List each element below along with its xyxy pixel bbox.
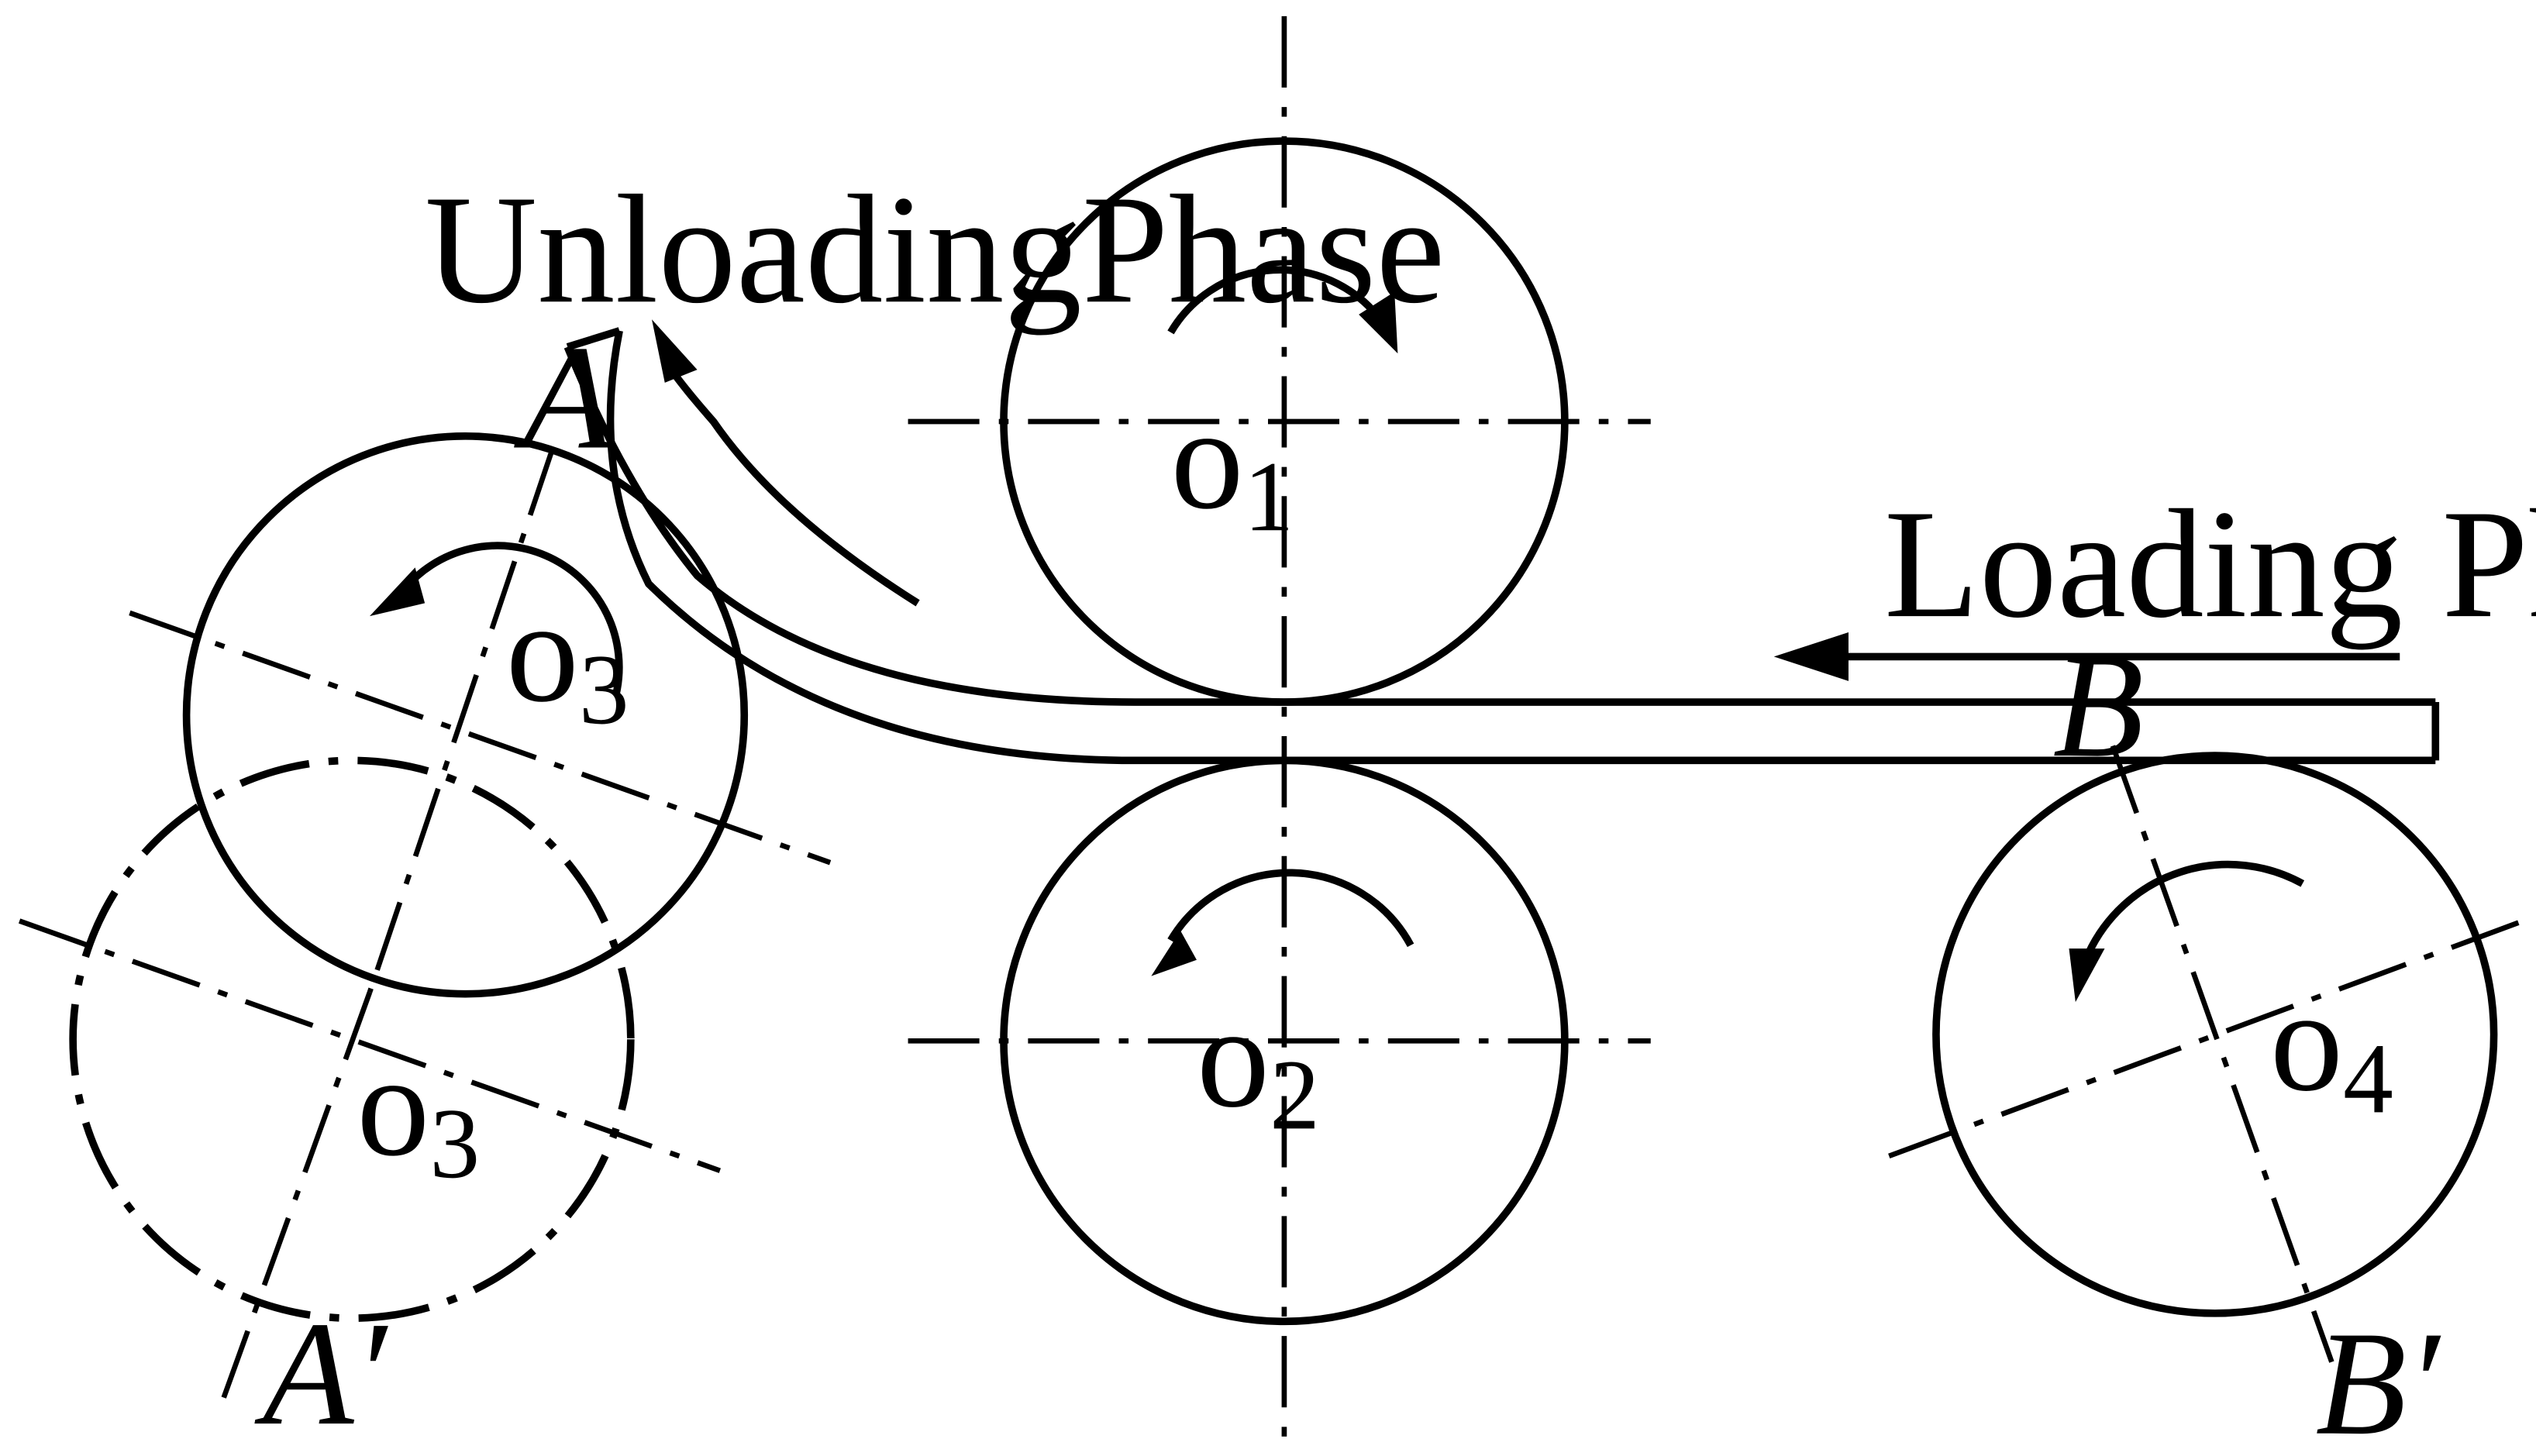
side-roll-upper-circle — [182, 432, 749, 998]
bottom-roll-o2: o2 — [908, 756, 1651, 1326]
roll-label-o3-lower: o3 — [357, 1024, 480, 1200]
plate-bottom-edge — [606, 329, 2436, 765]
unloading-phase-indicator: UnloadingPhase — [425, 163, 1445, 607]
top-roll-arrowhead — [1359, 291, 1398, 354]
side-roll-o4-circle — [1932, 752, 2498, 1317]
loading-phase-arrowhead — [1773, 632, 1849, 681]
roll-label-o2: o2 — [1197, 976, 1320, 1151]
unloading-phase-label: UnloadingPhase — [425, 163, 1445, 336]
side-roll-lower-cross-line — [18, 918, 722, 1173]
loading-phase-indicator: Loading Phase — [1773, 478, 2536, 681]
side-roll-o4: o4 — [1888, 745, 2524, 1363]
point-label-a: A — [514, 314, 615, 480]
side-roll-o4-axis-b — [2110, 745, 2334, 1363]
unloading-phase-arrowhead — [652, 319, 698, 383]
side-roll-o3-position-a-prime: o3 — [18, 756, 722, 1399]
loading-phase-label: Loading Phase — [1884, 478, 2536, 650]
point-label-a-prime: A′ — [254, 1290, 389, 1456]
unloading-phase-arrow-shaft — [661, 357, 920, 607]
bottom-roll-arrowhead — [1151, 931, 1197, 976]
side-roll-o4-cross-line — [1888, 918, 2524, 1159]
side-roll-lower-axis-a-prime — [221, 991, 373, 1399]
bent-plate — [563, 327, 2440, 765]
roll-label-o1: o1 — [1170, 377, 1294, 552]
side-roll-upper-arrowhead — [369, 567, 426, 617]
side-roll-upper-cross-line — [129, 610, 832, 866]
roll-label-o4: o4 — [2270, 959, 2393, 1134]
bottom-roll-rotation-arrow — [1167, 869, 1414, 948]
side-roll-o4-rotation-arrow — [2085, 860, 2305, 955]
side-roll-o4-arrowhead — [2069, 948, 2105, 1003]
plate-left-end — [566, 327, 621, 351]
point-label-b: B — [2053, 622, 2145, 788]
side-roll-lower-dashed-circle — [69, 756, 635, 1322]
top-roll-rotation-arrow — [1167, 266, 1385, 335]
side-roll-o3-position-a: o3 — [129, 432, 832, 998]
side-roll-upper-rotation-arrow — [399, 542, 623, 695]
roll-label-o3-upper: o3 — [506, 570, 629, 745]
side-roll-upper-axis-a — [367, 446, 556, 993]
point-label-b-prime: B′ — [2315, 1300, 2441, 1456]
